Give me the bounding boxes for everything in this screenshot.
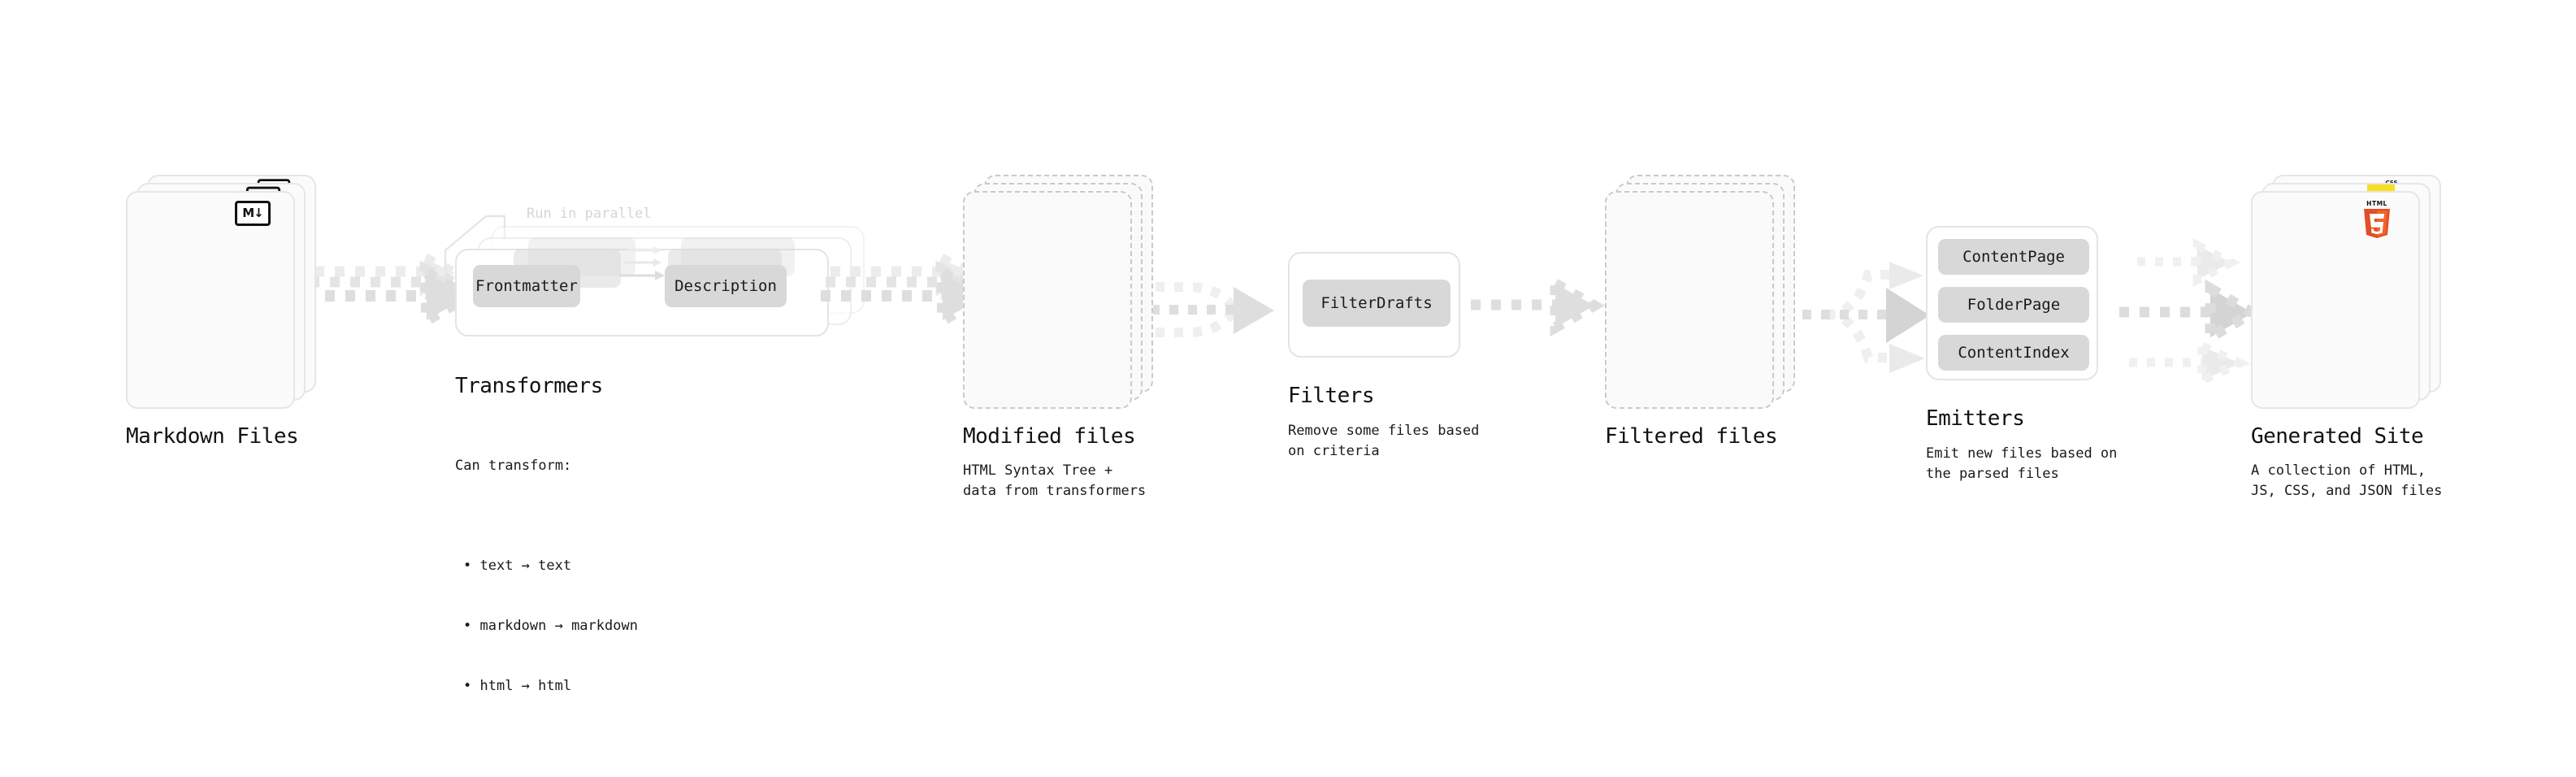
skeleton-bar (965, 292, 1039, 310)
stage-generated-site: CSS JS HTML Generated (2251, 175, 2442, 499)
stage-title-filters: Filters (1288, 384, 1375, 408)
skeleton-bar (965, 310, 1078, 324)
emitter-chip-contentindex[interactable]: ContentIndex (1938, 335, 2089, 371)
skeleton-bar (2253, 231, 2327, 249)
connector-md-to-transformers (305, 250, 479, 331)
skeleton-bar (1607, 292, 1681, 310)
parallel-label: Run in parallel (527, 206, 652, 222)
filter-chip-filterdrafts[interactable]: FilterDrafts (1303, 280, 1451, 327)
svg-text:HTML: HTML (2366, 200, 2387, 207)
stage-title-modified-files: Modified files (963, 424, 1136, 449)
connector-modified-to-filters (1151, 282, 1274, 337)
skeleton-bar (2253, 206, 2272, 212)
connector-filters-to-filtered (1471, 274, 1606, 337)
skeleton-bar (965, 193, 1015, 206)
skeleton-bar (2253, 278, 2303, 292)
emitter-chip-folderpage[interactable]: FolderPage (1938, 287, 2089, 323)
transformer-chip-description[interactable]: Description (665, 265, 787, 307)
stage-title-generated-site: Generated Site (2251, 424, 2424, 449)
skeleton-bar (128, 310, 241, 324)
generated-site-subtitle: A collection of HTML, JS, CSS, and JSON … (2251, 462, 2443, 499)
transformers-bullet-list: text → text markdown → markdown html → h… (455, 516, 638, 736)
generated-site-stack: CSS JS HTML (2251, 175, 2441, 409)
emitters-subtitle: Emit new files based on the parsed files (1926, 445, 2118, 482)
skeleton-bar (1607, 249, 1720, 278)
stage-modified-files: Modified files HTML Syntax Tree + data f… (963, 175, 1153, 499)
transformers-subtitle: Can transform: (455, 458, 572, 475)
skeleton-bar (1607, 231, 1681, 249)
skeleton-bar (965, 249, 1078, 278)
connector-emitters-to-site (2119, 238, 2264, 388)
emitter-chip-contentpage[interactable]: ContentPage (1938, 239, 2089, 275)
markdown-icon: M↓ (235, 201, 271, 226)
modified-files-subtitle: HTML Syntax Tree + data from transformer… (963, 462, 1147, 499)
connector-filtered-to-emitters (1784, 262, 1930, 373)
skeleton-bar (965, 231, 1039, 249)
skeleton-bar (128, 292, 202, 310)
modified-file-stack (963, 175, 1153, 409)
transformer-chip-frontmatter[interactable]: Frontmatter (473, 265, 580, 307)
skeleton-bar (2253, 249, 2366, 278)
skeleton-bar (1607, 278, 1657, 292)
diagram-canvas: M↓ M↓ M↓ Markdown Files Run in parallel (0, 0, 2576, 681)
transformer-inner-arrows (619, 246, 665, 280)
stage-filtered-files: Filtered files (1605, 175, 1795, 449)
stage-title-markdown-files: Markdown Files (126, 424, 299, 449)
site-card-front (2251, 191, 2420, 409)
filters-subtitle: Remove some files based on criteria (1288, 423, 1480, 459)
skeleton-bar (965, 212, 1095, 231)
bullet-item: text → text (455, 556, 638, 576)
filters-group-box: FilterDrafts (1288, 252, 1460, 358)
skeleton-bar (128, 278, 178, 292)
emitters-group-box: ContentPage FolderPage ContentIndex (1926, 226, 2098, 380)
parallel-bracket (444, 215, 506, 275)
skeleton-bar (965, 206, 984, 212)
filtered-card-front (1605, 191, 1774, 409)
skeleton-bar (2253, 193, 2303, 206)
stage-markdown-files: M↓ M↓ M↓ Markdown Files (126, 175, 316, 449)
skeleton-bar (1607, 206, 1626, 212)
skeleton-bar (2253, 292, 2327, 310)
skeleton-bar (1607, 310, 1720, 324)
markdown-card-front (126, 191, 295, 409)
skeleton-bar (128, 231, 202, 249)
skeleton-bar (2253, 310, 2366, 324)
modified-card-front (963, 191, 1132, 409)
skeleton-bar (128, 193, 178, 206)
bullet-item: html → html (455, 676, 638, 697)
markdown-file-stack: M↓ M↓ M↓ (126, 175, 316, 409)
stage-title-transformers: Transformers (455, 374, 603, 398)
filtered-file-stack (1605, 175, 1795, 409)
skeleton-bar (128, 206, 147, 212)
stage-title-emitters: Emitters (1926, 406, 2025, 431)
transformer-group-stack: Frontmatter Description (455, 195, 865, 336)
skeleton-bar (965, 278, 1015, 292)
skeleton-bar (1607, 212, 1737, 231)
stage-title-filtered-files: Filtered files (1605, 424, 1778, 449)
skeleton-bar (1607, 193, 1657, 206)
skeleton-bar (128, 249, 241, 278)
bullet-item: markdown → markdown (455, 616, 637, 636)
